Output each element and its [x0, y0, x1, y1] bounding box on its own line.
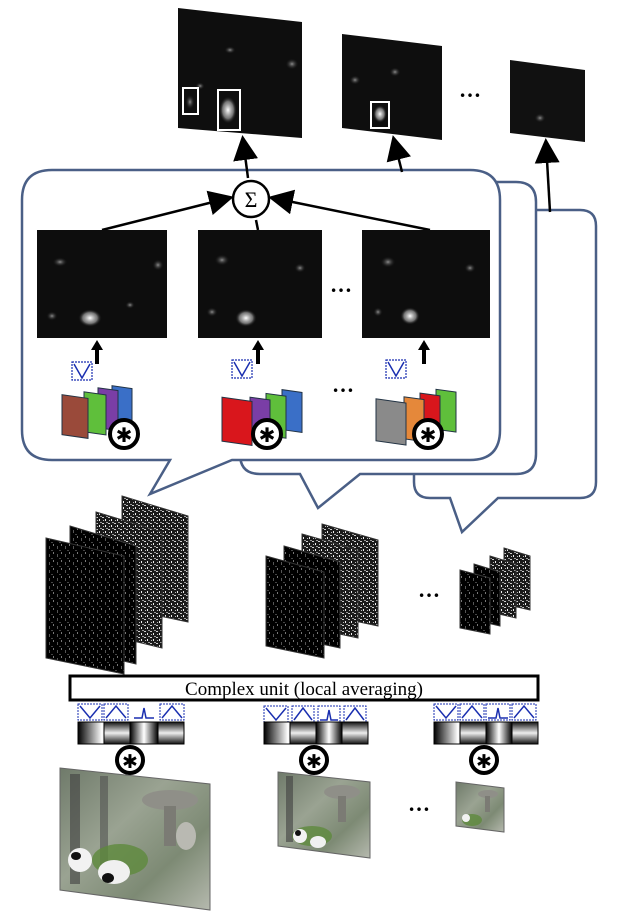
panda-image-icon — [455, 781, 505, 833]
ellipsis-features: … — [418, 577, 440, 602]
feature-stack-1 — [45, 495, 189, 675]
convolution-icon: ✱ — [412, 418, 444, 450]
output-map-3 — [510, 60, 585, 142]
output-map-2 — [342, 34, 442, 140]
convolution-icon: ✱ — [251, 418, 283, 450]
arrow-icon — [254, 219, 260, 231]
conv-symbol: ✱ — [420, 423, 437, 447]
arrow-up-icon — [418, 340, 430, 364]
response-map-icon — [37, 230, 167, 338]
conv-symbol: ✱ — [122, 751, 138, 773]
arrow-up-icon — [534, 138, 560, 213]
response-map-icon — [362, 230, 490, 338]
conv-symbol: ✱ — [306, 751, 322, 773]
complex-unit-label: Complex unit (local averaging) — [185, 679, 423, 700]
sum-symbol: Σ — [245, 187, 258, 212]
ellipsis-filters: … — [332, 372, 354, 397]
arrow-up-icon — [386, 135, 411, 173]
ellipsis-response: … — [330, 272, 352, 297]
arrow-up-icon — [233, 135, 259, 179]
convolution-icon: ✱ — [108, 418, 140, 450]
response-map-icon — [198, 230, 322, 338]
detection-box — [370, 101, 390, 129]
panda-image-icon — [59, 767, 211, 911]
gabor-filter-bank-1 — [77, 703, 185, 745]
output-map-1 — [178, 8, 302, 138]
conv-symbol: ✱ — [476, 751, 492, 773]
arrow-up-icon — [252, 340, 264, 364]
convolution-icon: ✱ — [469, 745, 499, 775]
filter-bank-icon — [61, 361, 133, 439]
sum-icon: Σ — [231, 179, 271, 219]
detection-box — [217, 89, 241, 131]
arrow-icon — [101, 190, 234, 232]
panda-image-icon — [277, 771, 371, 859]
conv-symbol: ✱ — [259, 423, 276, 447]
convolution-icon: ✱ — [299, 745, 329, 775]
ellipsis-images: … — [408, 791, 430, 816]
conv-symbol: ✱ — [116, 423, 133, 447]
gabor-filter-bank-2 — [263, 705, 369, 745]
complex-unit-box — [68, 674, 540, 702]
feature-stack-3 — [459, 547, 531, 635]
arrow-icon — [268, 189, 431, 232]
feature-stack-2 — [265, 523, 379, 659]
ellipsis-top: … — [459, 77, 481, 102]
detection-box — [182, 87, 199, 115]
gabor-filter-bank-3 — [433, 703, 539, 745]
arrow-up-icon — [91, 340, 103, 364]
convolution-icon: ✱ — [115, 745, 145, 775]
